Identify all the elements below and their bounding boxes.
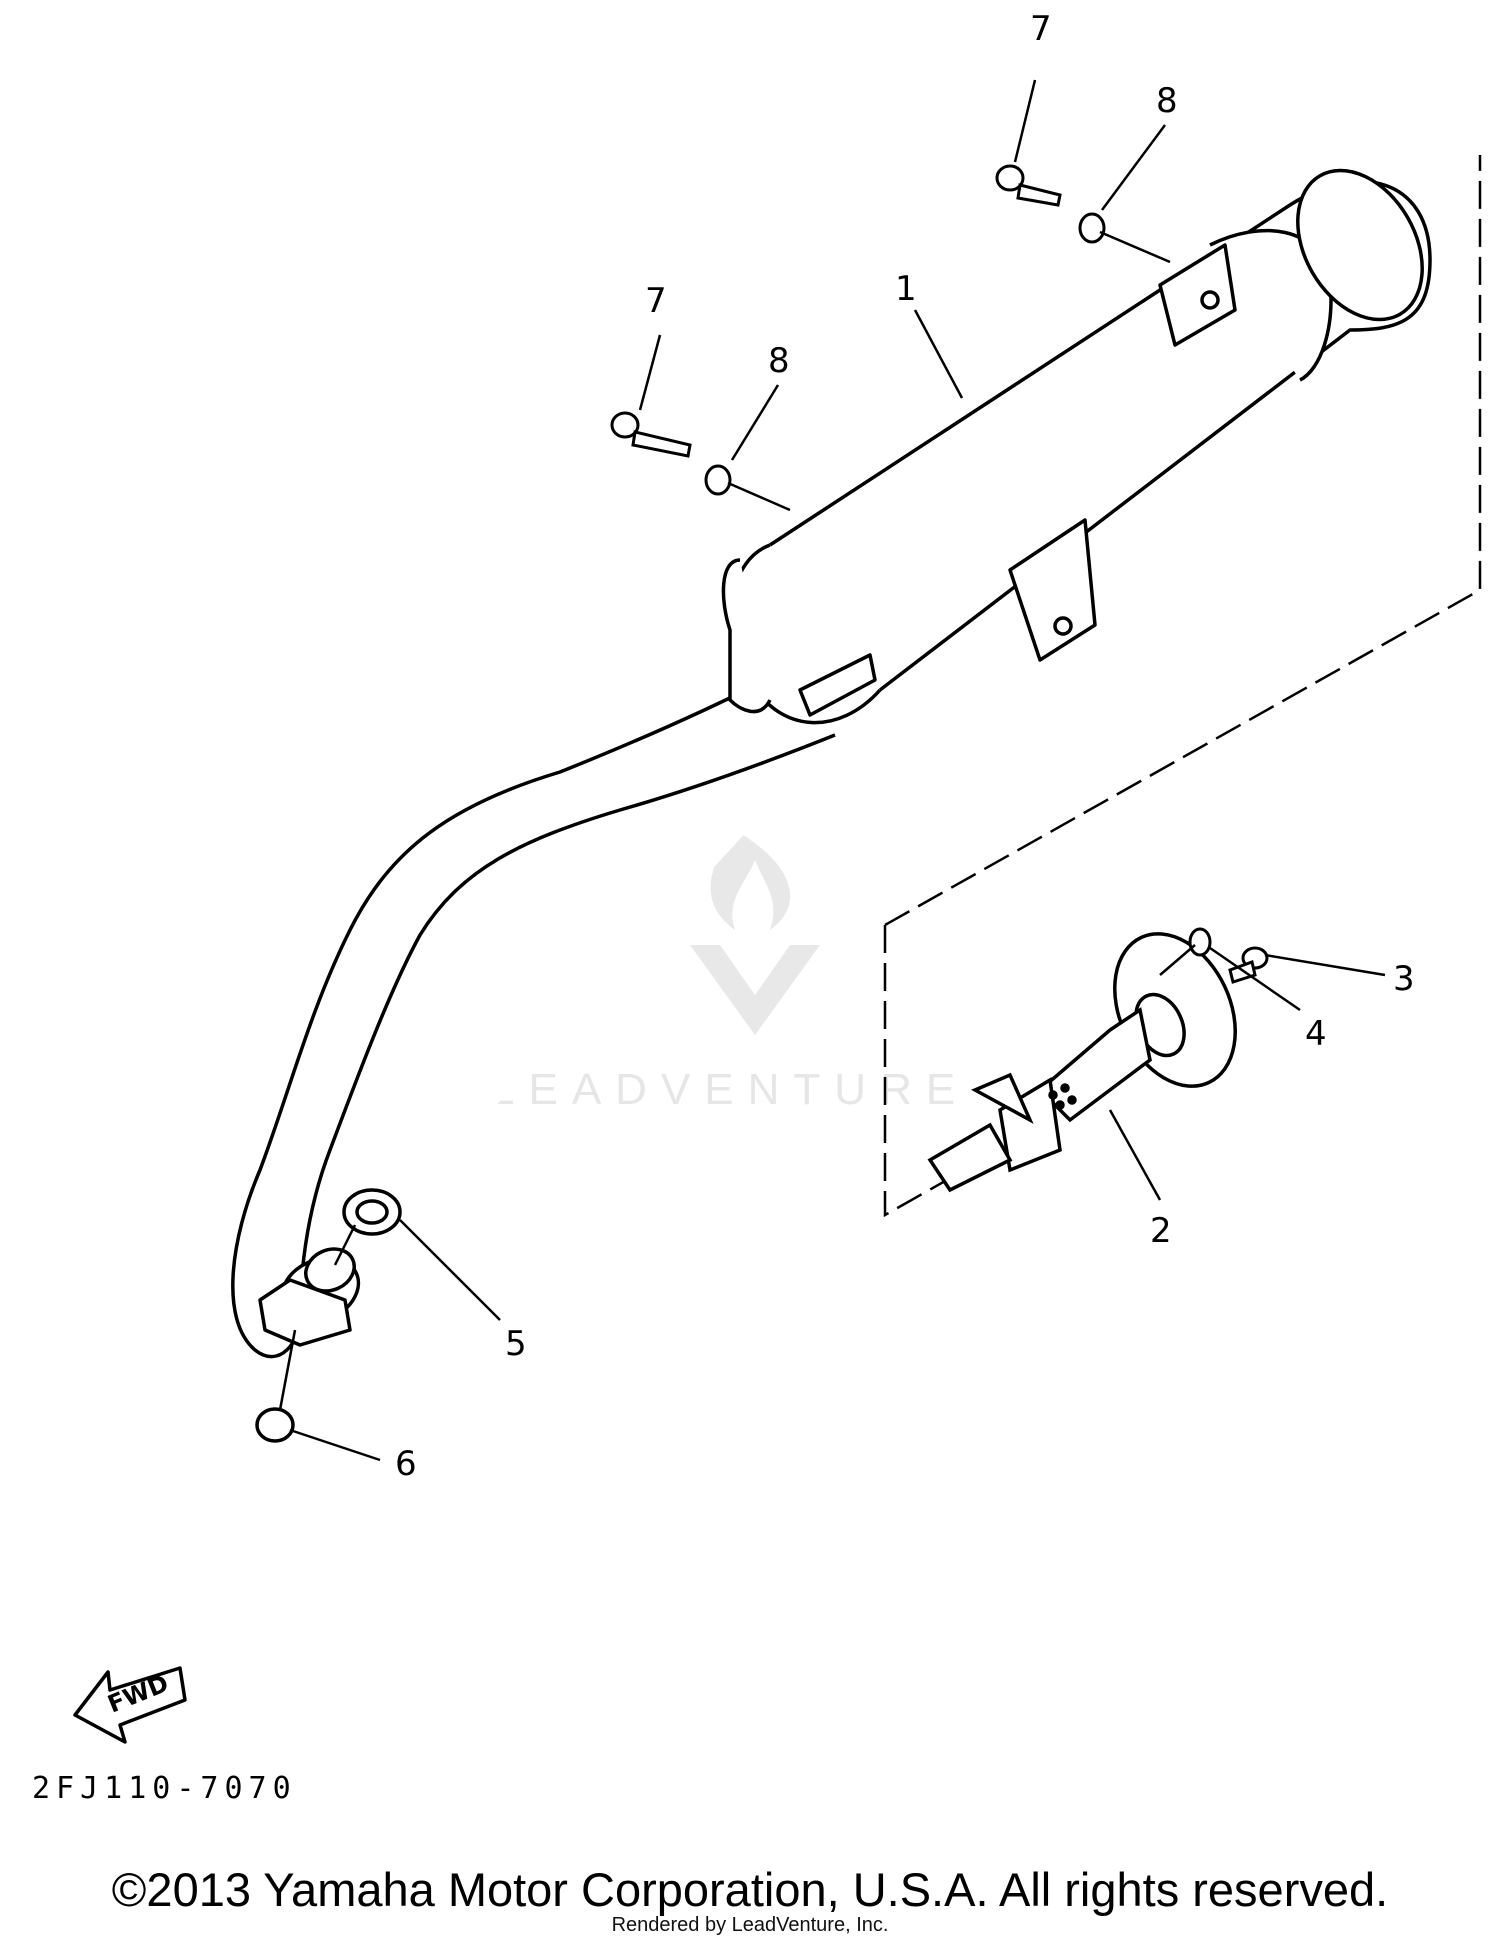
bolt-part-7-upper	[995, 164, 1062, 207]
watermark-logo	[690, 830, 820, 1035]
watermark-text: LEADVENTURE	[490, 1065, 969, 1114]
callout-part-3: 3	[1393, 959, 1415, 999]
assembly-plane-outline	[883, 155, 1482, 1218]
copyright-notice: ©2013 Yamaha Motor Corporation, U.S.A. A…	[111, 1863, 1389, 1916]
callout-part-8-upper: 8	[1156, 81, 1178, 121]
muffler-assembly	[231, 168, 1432, 1359]
figure-code: 2FJ110-7070	[32, 1771, 297, 1806]
callout-part-1: 1	[895, 269, 917, 309]
washer-part-8-lower	[704, 464, 732, 496]
bolt-part-7-lower	[610, 411, 692, 458]
callout-part-6: 6	[395, 1444, 417, 1484]
assembly-lines	[278, 230, 1196, 1411]
leader-lines	[289, 79, 1386, 1462]
callout-part-7-lower: 7	[645, 281, 667, 321]
callout-part-7-upper: 7	[1030, 9, 1052, 49]
screw-part-3	[1228, 946, 1269, 984]
gasket-part-5	[342, 1188, 402, 1236]
fwd-arrow-icon: FWD	[73, 1666, 187, 1744]
nut-part-6	[255, 1407, 295, 1443]
callout-part-8-lower: 8	[768, 341, 790, 381]
washer-part-4	[1188, 927, 1212, 957]
washer-part-8-upper	[1078, 212, 1106, 244]
callout-part-4: 4	[1305, 1014, 1327, 1054]
callout-part-5: 5	[505, 1324, 527, 1364]
spark-arrester	[927, 932, 1237, 1193]
callout-part-2: 2	[1150, 1211, 1172, 1251]
rendered-by-credit: Rendered by LeadVenture, Inc.	[611, 1914, 889, 1936]
